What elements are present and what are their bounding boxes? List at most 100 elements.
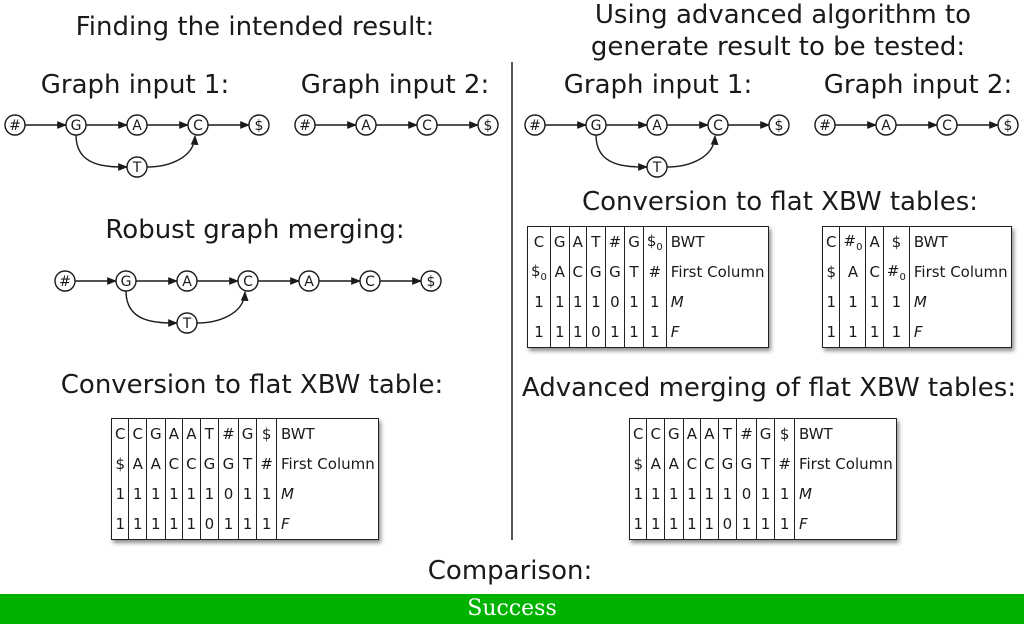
- xbw-cell: $: [633, 455, 644, 473]
- xbw-cell: $: [774, 418, 795, 449]
- xbw-cell: 1: [586, 287, 606, 317]
- xbw-cell: $0: [642, 226, 667, 257]
- xbw-cell: T: [237, 449, 257, 479]
- left-graph2-title: Graph input 2:: [300, 70, 490, 100]
- success-banner: Success: [0, 594, 1024, 624]
- xbw-cell: #0: [839, 226, 866, 257]
- xbw-cell: 1: [145, 509, 166, 540]
- xbw-cell: C: [164, 449, 183, 479]
- xbw-cell: 1: [700, 509, 719, 540]
- graph-node: [176, 270, 198, 292]
- graph-node: [768, 114, 790, 136]
- xbw-cell: 1: [736, 509, 757, 540]
- graph-node: [126, 156, 148, 178]
- xbw-cell: 1: [237, 479, 257, 509]
- xbw-cell: C: [682, 449, 701, 479]
- xbw-cell: G: [604, 257, 625, 287]
- graph-node: [294, 114, 316, 136]
- left-heading: Finding the intended result:: [75, 12, 435, 42]
- xbw-cell: 1: [633, 515, 644, 533]
- xbw-cell: 1: [115, 515, 126, 533]
- xbw-cell: 1: [604, 317, 625, 348]
- graph-node: [176, 312, 198, 334]
- graph-node-label: #: [299, 118, 311, 134]
- right-heading-line1: Using advanced algorithm to: [594, 0, 972, 30]
- row-label: M: [793, 479, 897, 509]
- graph-edge: [196, 291, 249, 324]
- row-label: F: [665, 317, 769, 348]
- column-divider: [511, 62, 513, 540]
- xbw-cell: 1: [682, 479, 701, 509]
- graph-node-label: A: [304, 274, 314, 290]
- xbw-cell: 1: [624, 287, 644, 317]
- xbw-cell: C: [128, 418, 147, 449]
- graph-node: [875, 114, 897, 136]
- graph-node-label: C: [422, 118, 432, 134]
- xbw-cell: 1: [882, 287, 910, 317]
- xbw-cell: 1: [534, 323, 544, 341]
- xbw-cell: C: [533, 233, 545, 251]
- xbw-cell: 1: [164, 479, 183, 509]
- xbw-cell: A: [663, 449, 684, 479]
- xbw-cell: G: [586, 257, 606, 287]
- right-graph2-title: Graph input 2:: [823, 70, 1013, 100]
- graph-node-label: A: [652, 118, 662, 134]
- graph-node: [646, 156, 668, 178]
- graph-node: [359, 270, 381, 292]
- xbw-cell: A: [568, 226, 587, 257]
- xbw-cell: 1: [256, 509, 277, 540]
- graph-node: [126, 114, 148, 136]
- xbw-cell: #: [604, 226, 625, 257]
- xbw-cell: C: [700, 449, 719, 479]
- xbw-cell: 1: [568, 317, 587, 348]
- xbw-cell: A: [646, 449, 665, 479]
- xbw-cell: G: [549, 226, 570, 257]
- xbw-cell: 1: [646, 479, 665, 509]
- graph-node-label: $: [255, 118, 264, 134]
- left-graph1-title: Graph input 1:: [40, 70, 230, 100]
- xbw-cell: G: [218, 449, 239, 479]
- xbw-cell: G: [145, 418, 166, 449]
- graph-node-label: C: [365, 274, 375, 290]
- row-label: First Column: [908, 257, 1012, 287]
- xbw-cell: G: [199, 449, 219, 479]
- graph-node-label: $: [427, 274, 436, 290]
- row-label: M: [665, 287, 769, 317]
- xbw-cell: $: [826, 263, 837, 281]
- row-label: BWT: [908, 226, 1012, 257]
- graph-node-label: T: [132, 160, 142, 176]
- graph-node-label: A: [361, 118, 371, 134]
- right-graph1-title: Graph input 1:: [563, 70, 753, 100]
- row-label: BWT: [275, 418, 379, 449]
- row-label: BWT: [793, 418, 897, 449]
- xbw-cell: 1: [865, 317, 884, 348]
- graph-node-label: G: [121, 274, 132, 290]
- xbw-cell: 1: [774, 509, 795, 540]
- xbw-cell: 0: [218, 479, 239, 509]
- xbw-cell: G: [663, 418, 684, 449]
- xbw-cell: C: [182, 449, 201, 479]
- graph-node-label: T: [182, 316, 192, 332]
- graph-node: [420, 270, 442, 292]
- xbw-cell: 1: [642, 287, 667, 317]
- graph-node: [524, 114, 546, 136]
- xbw-cell: $0: [531, 261, 547, 283]
- xbw-cell: 1: [826, 323, 837, 341]
- graph-node: [814, 114, 836, 136]
- graph-node-label: #: [59, 274, 71, 290]
- xbw-cell: 1: [700, 479, 719, 509]
- xbw-cell: 1: [717, 479, 737, 509]
- graph-node-label: #: [819, 118, 831, 134]
- graph-node-label: A: [881, 118, 891, 134]
